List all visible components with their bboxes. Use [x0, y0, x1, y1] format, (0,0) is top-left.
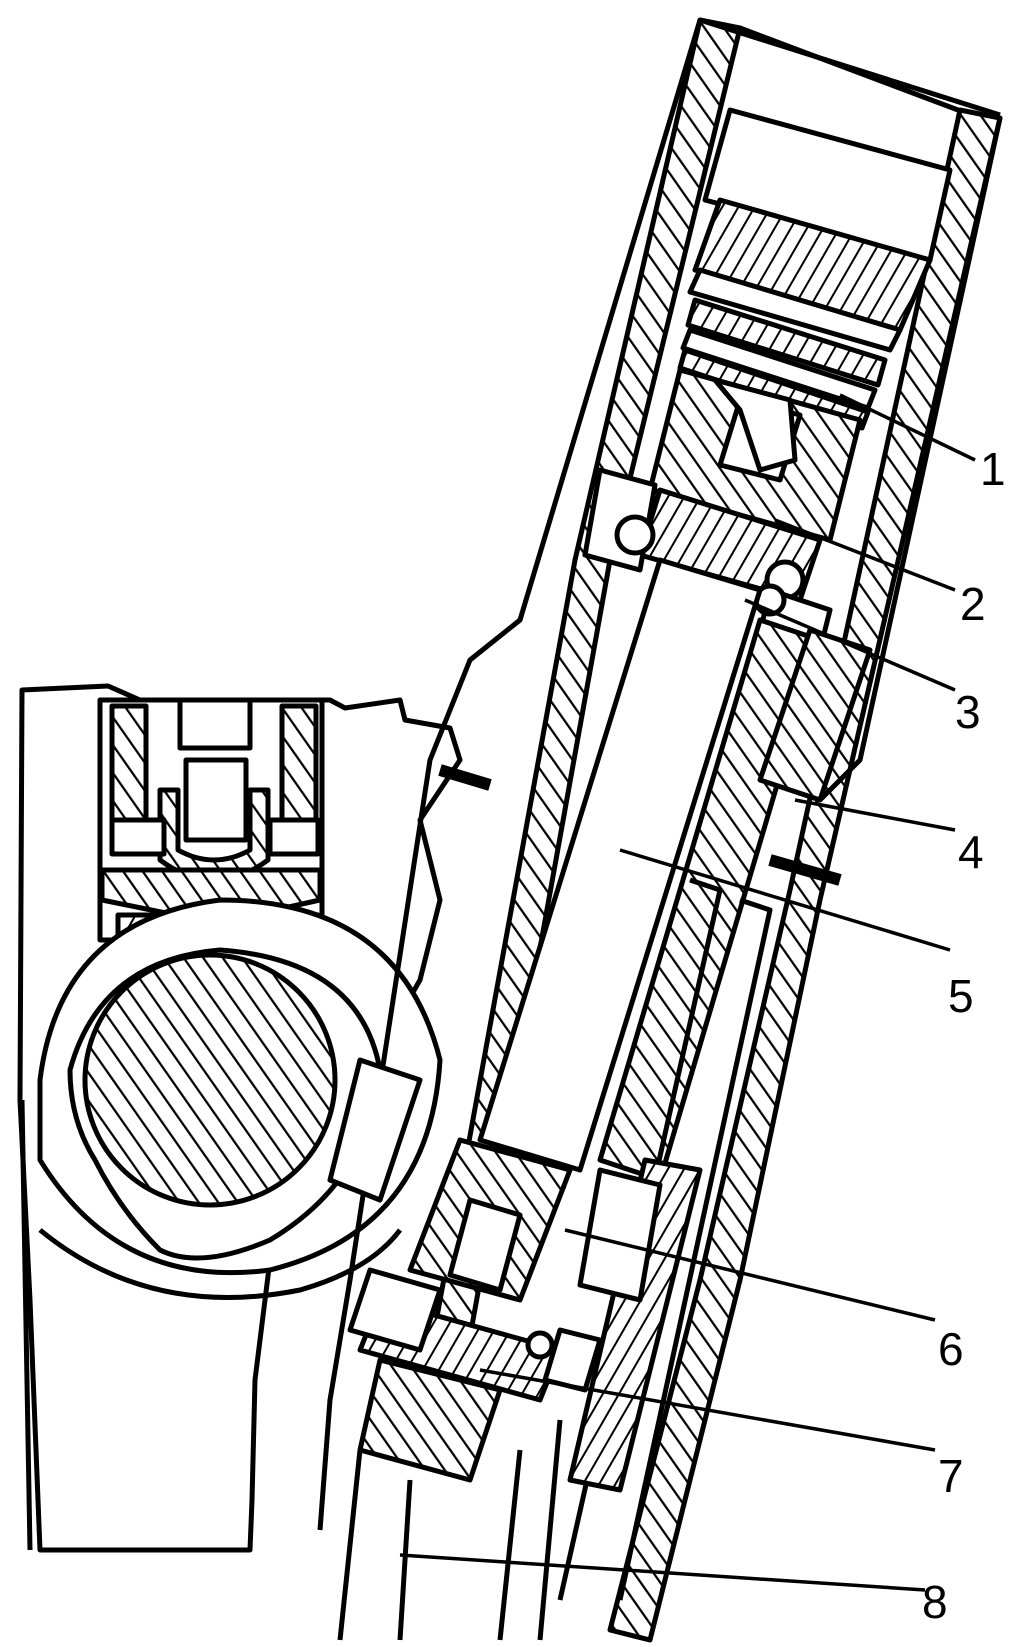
leader-line-8 — [399, 1553, 926, 1592]
seal-marker — [438, 764, 842, 886]
label-2: 2 — [960, 578, 986, 630]
part-labels: 1 2 3 4 5 6 7 8 — [922, 443, 1006, 1628]
oil-chamber — [477, 557, 873, 1183]
label-7: 7 — [938, 1450, 964, 1502]
camshaft-lobe — [37, 897, 443, 1300]
leader-line-7 — [479, 1368, 936, 1452]
leader-line-5 — [619, 848, 951, 952]
label-1: 1 — [980, 443, 1006, 495]
lower-piston-assembly — [327, 1057, 663, 1483]
leader-line-2 — [774, 518, 956, 592]
inner-tube — [557, 877, 773, 1601]
leader-line-6 — [564, 1228, 936, 1322]
leader-line-4 — [794, 798, 956, 832]
label-8: 8 — [922, 1576, 948, 1628]
leader-line-3 — [744, 598, 956, 692]
plunger — [582, 367, 863, 603]
label-6: 6 — [938, 1323, 964, 1375]
label-5: 5 — [948, 970, 974, 1022]
bottom-oil-passage — [337, 1419, 563, 1641]
leader-lines — [399, 393, 976, 1592]
label-4: 4 — [958, 826, 984, 878]
label-3: 3 — [955, 686, 981, 738]
leader-line-1 — [839, 393, 976, 462]
